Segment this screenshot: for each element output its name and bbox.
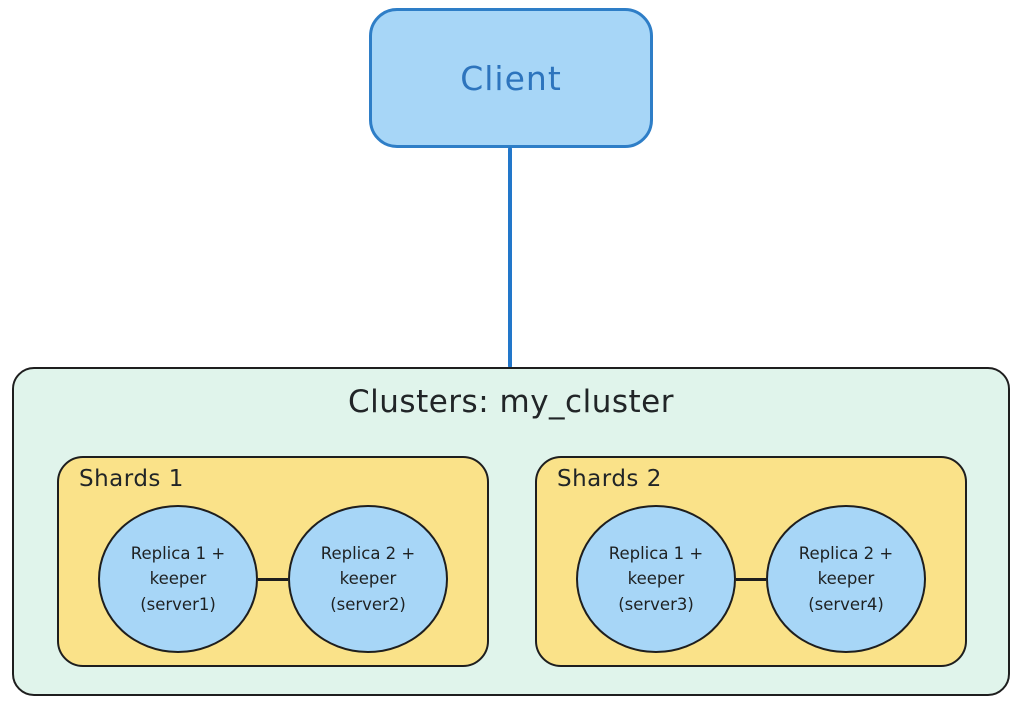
shard-1-label: Shards 1 — [79, 466, 184, 492]
shard-2-replica-1-label: Replica 1 + keeper (server3) — [608, 543, 704, 614]
shard-2-box: Shards 2 Replica 1 + keeper (server3) Re… — [535, 456, 967, 667]
client-node: Client — [369, 8, 653, 148]
shard-1-replica-row: Replica 1 + keeper (server1) Replica 2 +… — [59, 500, 487, 658]
shard-2-replica-2-node: Replica 2 + keeper (server4) — [766, 505, 926, 653]
shard-1-replica-1-node: Replica 1 + keeper (server1) — [98, 505, 258, 653]
shard-1-replica-2-label: Replica 2 + keeper (server2) — [320, 543, 416, 614]
shard-2-replica-1-node: Replica 1 + keeper (server3) — [576, 505, 736, 653]
shard-1-replica-2-node: Replica 2 + keeper (server2) — [288, 505, 448, 653]
client-cluster-edge — [508, 147, 512, 368]
client-node-label: Client — [460, 58, 562, 98]
shard-1-replica-1-label: Replica 1 + keeper (server1) — [130, 543, 226, 614]
shard-1-box: Shards 1 Replica 1 + keeper (server1) Re… — [57, 456, 489, 667]
shard-2-replica-row: Replica 1 + keeper (server3) Replica 2 +… — [537, 500, 965, 658]
shard-1-replica-edge — [258, 577, 288, 581]
cluster-container: Clusters: my_cluster Shards 1 Replica 1 … — [12, 367, 1010, 696]
shard-2-replica-edge — [736, 577, 766, 581]
shard-2-replica-2-label: Replica 2 + keeper (server4) — [798, 543, 894, 614]
shard-2-label: Shards 2 — [557, 466, 662, 492]
cluster-title: Clusters: my_cluster — [348, 384, 674, 420]
